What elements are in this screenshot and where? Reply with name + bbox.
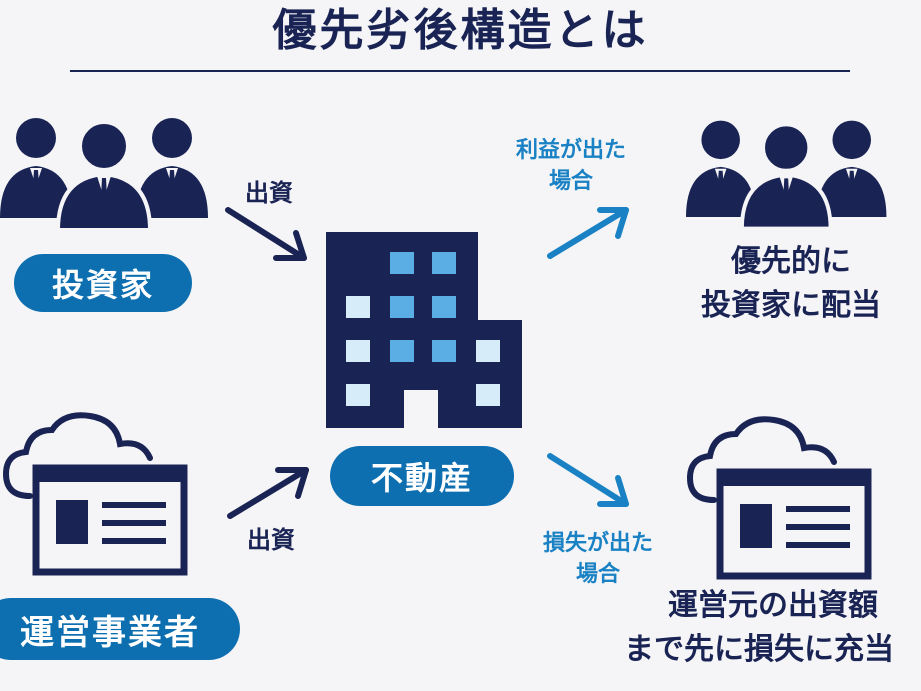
page-title: 優先劣後構造とは [272,5,649,56]
operator-label: 運営事業者 [20,612,200,653]
profit-result-line2: 投資家に配当 [701,288,881,323]
arrow-icon [547,207,629,259]
profit-case-line1: 利益が出た [515,138,626,163]
loss-case-line1: 損失が出た [542,531,653,556]
investor-label: 投資家 [51,266,154,304]
profit-case-line2: 場合 [548,169,593,194]
investment-label-bottom: 出資 [247,526,295,554]
investor-badge: 投資家 [14,254,192,312]
operator-badge: 運営事業者 [0,598,240,660]
loss-result-clip: 運営元の出資額 まで先に損失に充当 [600,584,921,691]
profit-result-line1: 優先的に [731,244,851,279]
investment-label-top: 出資 [245,179,293,207]
building-icon [326,232,522,428]
loss-result: 運営元の出資額 まで先に損失に充当 [624,584,921,672]
loss-result-line2: まで先に損失に充当 [624,632,894,667]
investors-icon [686,120,887,231]
arrow-icon [225,207,307,261]
cloud-document-icon [686,416,872,580]
cloud-document-icon [2,412,188,576]
profit-case-label: 利益が出た 場合 [486,135,656,197]
property-label: 不動産 [370,459,473,497]
arrow-icon [547,453,629,507]
title-underline [70,70,850,72]
profit-result: 優先的に 投資家に配当 [668,240,914,328]
loss-case-label: 損失が出た 場合 [508,528,688,590]
arrow-icon [227,467,309,519]
loss-case-line2: 場合 [575,562,620,587]
property-badge: 不動産 [330,446,514,506]
investors-icon [0,118,208,232]
loss-result-line1: 運営元の出資額 [668,588,878,623]
